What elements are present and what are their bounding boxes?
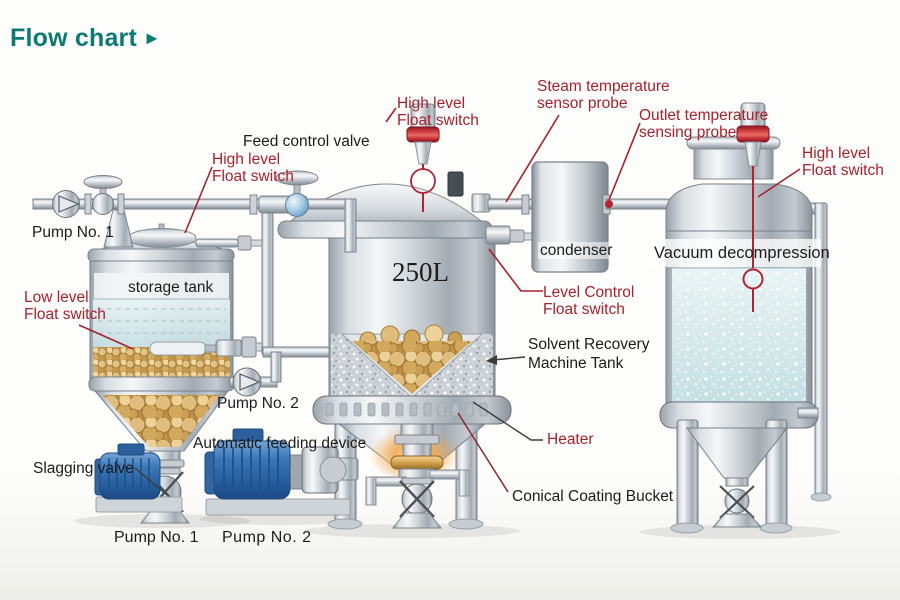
page-title: Flow chart► [10,24,161,53]
feed-drop-pipe [344,198,357,253]
solvent-recovery-tank [277,103,537,530]
label-high-level-float-switch-right: High level Float switch [802,145,884,180]
label-level-control-float-switch: Level Control Float switch [543,284,635,319]
tank-neck [693,146,774,180]
discharge-nozzle [390,423,444,479]
label-solvent-recovery-tank: Solvent Recovery Machine Tank [528,336,650,372]
label-feed-control-valve: Feed control valve [243,133,370,150]
pump-1-motor [94,443,183,513]
label-condenser: condenser [538,242,615,260]
return-pipe [261,203,274,355]
label-high-level-float-switch-middle: High level Float switch [397,95,479,130]
line-conical-bucket [457,412,509,493]
label-high-level-float-switch-storage: High level Float switch [212,151,294,186]
vacuum-label-band [649,239,821,267]
line-high-level-middle [385,107,397,123]
pump-2-symbol [232,367,262,397]
outlet-probe-point [605,200,613,208]
line-heater [472,401,543,441]
label-vacuum-decompression: Vacuum decompression [654,244,830,262]
title-text: Flow chart [10,24,138,52]
storage-tank-cone-pellets [103,395,220,447]
storage-tank-liquid [93,299,230,347]
label-pump-no2-mid: Pump No. 2 [217,395,299,412]
label-pump-no1-top: Pump No. 1 [32,224,114,241]
label-pump-no2-bottom: Pump No. 2 [222,529,312,546]
high-level-float-switch-right [736,102,770,167]
high-level-float-switch-middle [406,103,440,212]
line-steam-probe [505,114,560,203]
label-automatic-feeding-device: Automatic feeding device [193,435,367,452]
label-steam-temperature-probe: Steam temperature sensor probe [537,78,670,113]
label-low-level-float-switch: Low level Float switch [24,289,106,324]
line-high-level-right [757,168,801,198]
bottom-x-valve [391,477,443,529]
label-conical-coating-bucket: Conical Coating Bucket [512,488,674,505]
level-control-float-switch [485,225,537,245]
label-storage-tank: storage tank [128,279,214,296]
label-capacity-250l: 250L [392,257,449,287]
vacuum-tank [649,102,832,534]
line-level-control [488,248,543,292]
label-outlet-temperature-probe: Outlet temperature sensing probe [639,107,769,142]
automatic-feeding-device [204,428,359,516]
manual-valve [83,175,123,215]
label-heater: Heater [547,431,594,448]
heater-band [312,395,512,425]
storage-tank-label-band [94,273,229,299]
bottom-x-valve [711,477,763,528]
line-low-level [78,324,134,350]
float-indicator [742,268,764,290]
line-solvent-recovery [492,356,526,361]
line-slagging-valve [134,467,168,496]
line-high-level-storage [184,166,213,234]
high-level-float-switch-storage [195,235,264,251]
storage-tank [87,223,267,468]
funnel-pellets [352,341,472,394]
low-level-float-switch [149,336,267,358]
label-pump-no1-bottom: Pump No. 1 [114,529,199,546]
leader-lines [78,107,801,496]
line-outlet-probe [608,122,641,201]
feed-control-valve [249,170,319,217]
title-arrow-icon: ► [143,28,162,48]
label-slagging-valve: Slagging valve [33,460,134,477]
bottom-edge [0,592,900,600]
tank-shoulder [665,183,813,234]
pump-1-symbol [52,190,80,218]
